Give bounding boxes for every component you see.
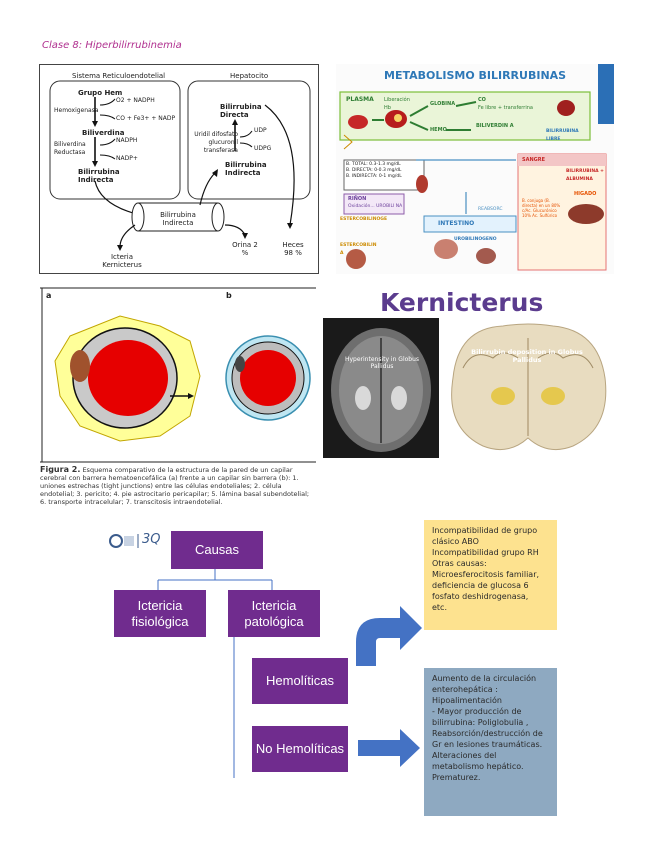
figure-label-a: a [46, 291, 52, 300]
capillary-drawing [40, 286, 316, 464]
hemoliticas-box: Hemolíticas [252, 658, 348, 704]
causas-box: Causas [171, 531, 263, 569]
logo-text: 3Q [142, 532, 161, 547]
mri-image: Hyperintensity in Globus Pallidus [323, 318, 439, 458]
bili-albumina-label: BILIRRUBINA + ALBUMINA [566, 169, 604, 182]
kernicterus-title: Kernicterus [380, 288, 544, 317]
brain-specimen-label: Bilirrubin deposition in Globus Pallidus [471, 348, 583, 364]
bilirubin-schema-diagram: Sistema Reticuloendotelial Hepatocito Gr… [39, 64, 319, 274]
metabolismo-title: METABOLISMO BILIRRUBINAS [384, 69, 567, 82]
hemo-label: HEMO [430, 127, 447, 133]
valores-referencia: B. TOTAL: 0.3-1.3 mg/dL B. DIRECTA: 0-0.… [346, 162, 402, 179]
bili-indirecta-left-label: Bilirrubina Indirecta [78, 168, 120, 184]
higado-detalle: B. conjuga (B. directa) en un 80% c/Ac. … [522, 198, 561, 218]
higado-label: HIGADO [574, 191, 597, 197]
liberacion-label: Liberación Hb [384, 97, 410, 111]
bili-directa-label: Bilirrubina Directa [220, 103, 262, 119]
capillary-figure: a b [40, 286, 316, 464]
hemoxigenasa-label: Hemoxigenasa [54, 107, 99, 114]
brain-specimen-image: Bilirrubin deposition in Globus Pallidus [443, 318, 613, 458]
heces-label: Heces 98 % [282, 241, 304, 257]
no-hemoliticas-box: No Hemolíticas [252, 726, 348, 772]
fe-label: Fe libre + transferrina [478, 105, 533, 111]
bili-indirecta-capilar-label: Bilirrubina Indirecta [160, 211, 196, 227]
grupo-hem-label: Grupo Hem [78, 89, 123, 97]
metabolismo-graphics [339, 64, 614, 271]
brain-specimen-drawing [451, 323, 607, 451]
ictericia-patologica-box: Ictericia patológica [228, 590, 320, 637]
urobilinogeno-label: UROBILINOGENO [454, 237, 497, 242]
logo: 3Q [108, 530, 162, 552]
biliverdina-infographic-label: BILIVERDIN A [476, 123, 514, 129]
logo-mark [109, 534, 139, 548]
figure-caption-text: Esquema comparativo de la estructura de … [40, 466, 310, 506]
co-label: CO [478, 97, 486, 103]
orina-label: Orina 2 % [232, 241, 258, 257]
figure-caption: Figura 2. Esquema comparativo de la estr… [40, 465, 315, 507]
schema-header-left: Sistema Reticuloendotelial [72, 72, 166, 80]
udpg-label: UDPG [254, 145, 272, 152]
sangre-label: SANGRE [522, 157, 546, 163]
udp-label: UDP [254, 127, 267, 134]
mri-brain-drawing [331, 328, 431, 452]
reabsorcion-label: REABSORC [478, 207, 503, 212]
page-title: Clase 8: Hiperbilirrubinemia [42, 40, 182, 51]
oxidacion-label: Oxidación... UROBILI NA [348, 204, 403, 209]
udp-glucuronil-label: Uridil difosfato glucuronil transferasa [194, 131, 238, 154]
nadph-label: NADPH [116, 137, 138, 144]
figure-label-b: b [226, 291, 232, 300]
globina-label: GLOBINA [430, 101, 456, 107]
ictericia-fisiologica-box: Ictericia fisiológica [114, 590, 206, 637]
bili-indirecta-right-label: Bilirrubina Indirecta [225, 161, 267, 177]
metabolismo-bilirrubinas-infographic: METABOLISMO BILIRRUBINAS PLASMA Liberaci… [336, 64, 614, 274]
schema-arrows [49, 80, 311, 251]
figure-caption-title: Figura 2. [40, 465, 81, 474]
biliverdina-reductasa-label: Biliverdina Reductasa [54, 141, 86, 156]
no-hemoliticas-causes-box: Aumento de la circulación enterohepática… [424, 668, 557, 816]
plasma-label: PLASMA [346, 96, 374, 103]
estercobilinogeno-label: ESTERCOBILINOGE [340, 217, 388, 222]
mri-label: Hyperintensity in Globus Pallidus [344, 356, 420, 370]
schema-header-right: Hepatocito [230, 72, 269, 80]
icteria-kernicterus-label: Icteria Kernicterus [102, 253, 142, 269]
estercobilina-label: ESTERCOBILIN A [340, 243, 377, 256]
co-fe-label: CO + Fe3+ + NADP [116, 115, 176, 122]
intestino-label: INTESTINO [438, 220, 475, 227]
bilirrubina-libre-label: BILIRRUBINA LIBRE [546, 129, 579, 142]
biliverdina-label: Biliverdina [82, 129, 125, 137]
o2-nadph-label: O2 + NADPH [116, 97, 155, 104]
rinon-label: RIÑON [348, 196, 367, 202]
nadp-label: NADP+ [116, 155, 138, 162]
hemoliticas-causes-box: Incompatibilidad de grupo clásico ABO In… [424, 520, 557, 630]
